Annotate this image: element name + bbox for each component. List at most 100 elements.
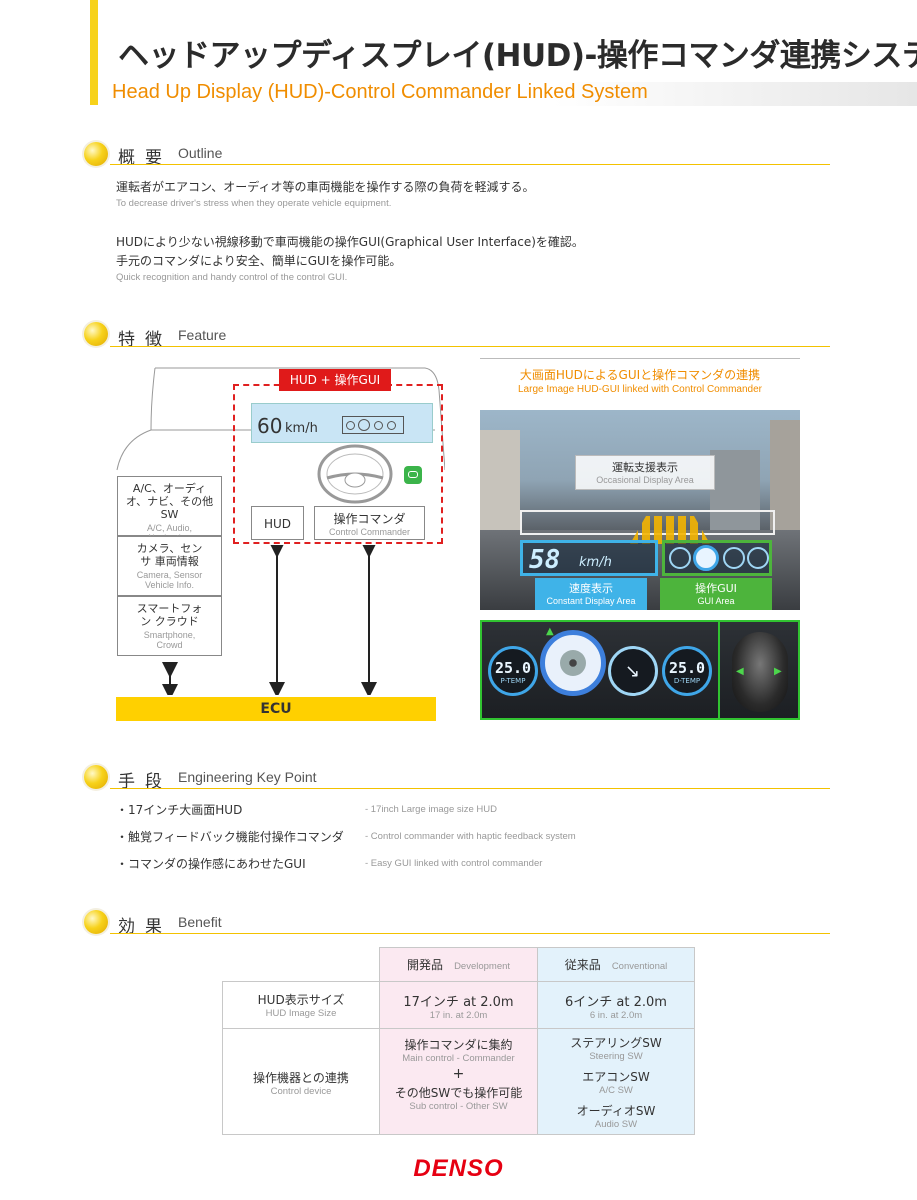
bullet-orb-icon: [84, 322, 108, 346]
row2-conv-en2: A/C SW: [599, 1085, 633, 1096]
row1-dev-jp: 17インチ at 2.0m: [403, 995, 514, 1010]
commander-knob-photo: ◀ ▶: [732, 632, 788, 712]
feature-heading-jp: 特徴: [118, 330, 172, 350]
key-point-1-en: - 17inch Large image size HUD: [365, 804, 498, 815]
table-header-dev: 開発品 Development: [379, 947, 538, 982]
occasional-label-en: Occasional Display Area: [596, 475, 694, 485]
outline-text-1-jp: 運転者がエアコン、オーディオ等の車両機能を操作する際の負荷を軽減する。: [116, 180, 535, 194]
row2-dev-jp2: その他SWでも操作可能: [394, 1086, 523, 1100]
hud-screen: 60 km/h: [251, 403, 433, 443]
row1-dev: 17インチ at 2.0m 17 in. at 2.0m: [379, 981, 538, 1029]
row2-conv-jp3: オーディオSW: [576, 1104, 656, 1118]
outline-text-2-en: Quick recognition and handy control of t…: [116, 272, 348, 283]
hud-box-label: HUD: [263, 517, 292, 531]
p-temp-dial: 25.0 P-TEMP: [488, 646, 538, 696]
side-box-label-jp: A/C、オーディオ、ナビ、その他SW: [125, 482, 214, 521]
key-point-3-en: - Easy GUI linked with control commander: [365, 858, 543, 869]
side-box-label-jp: スマートフォン クラウド: [136, 602, 203, 628]
benefit-heading-en: Benefit: [178, 914, 222, 930]
header-conv-jp: 従来品: [564, 958, 601, 972]
gui-label-en: GUI Area: [697, 596, 735, 606]
outline-text-3-jp: 手元のコマンダにより安全、簡単にGUIを操作可能。: [116, 254, 402, 268]
row2-dev-plus: +: [452, 1066, 465, 1082]
key-point-2-jp: ・触覚フィードバック機能付操作コマンダ: [116, 830, 344, 844]
occasional-display-area: 運転支援表示 Occasional Display Area: [575, 455, 715, 490]
commander-knob-icon: [404, 466, 422, 484]
row2-dev: 操作コマンダに集約 Main control - Commander + その他…: [379, 1028, 538, 1135]
header-dev-jp: 開発品: [406, 958, 443, 972]
constant-display-label: 速度表示 Constant Display Area: [535, 578, 647, 610]
p-temp-value: 25.0: [494, 659, 532, 677]
key-point-2-en: - Control commander with haptic feedback…: [365, 831, 576, 842]
constant-label-jp: 速度表示: [569, 582, 613, 595]
header-dev-en: Development: [454, 961, 511, 972]
row2-conv-jp2: エアコンSW: [582, 1070, 650, 1084]
row2-conv-en3: Audio SW: [594, 1119, 638, 1130]
table-header-conv: 従来品 Conventional: [537, 947, 695, 982]
row1-conv-jp: 6インチ at 2.0m: [565, 995, 667, 1010]
outline-heading-jp: 概要: [118, 148, 172, 168]
bullet-orb-icon: [84, 910, 108, 934]
ecu-bar: ECU: [116, 697, 436, 721]
d-temp-value: 25.0: [668, 659, 706, 677]
hud-gui-icons: [342, 416, 404, 434]
row2-dev-en2: Sub control - Other SW: [409, 1101, 508, 1112]
d-temp-label: D-TEMP: [673, 677, 701, 685]
constant-display-frame: 58 km/h: [520, 540, 658, 576]
gui-area-label: 操作GUI GUI Area: [660, 578, 772, 610]
bullet-orb-icon: [84, 765, 108, 789]
header-accent-bar: [90, 0, 98, 105]
side-box-label-en: Camera, Sensor Vehicle Info.: [136, 570, 203, 590]
p-temp-label: P-TEMP: [500, 677, 526, 685]
row1-label: HUD表示サイズ HUD Image Size: [222, 981, 380, 1029]
page-title-en: Head Up Display (HUD)-Control Commander …: [112, 81, 648, 103]
d-temp-dial: 25.0 D-TEMP: [662, 646, 712, 696]
row1-label-en: HUD Image Size: [265, 1008, 337, 1019]
photo-speed: 58: [529, 545, 561, 575]
page-title-jp: ヘッドアップディスプレイ(HUD)-操作コマンダ連携システム: [118, 38, 917, 74]
denso-logo: DENSO: [413, 1155, 504, 1182]
row2-label-jp: 操作機器との連携: [253, 1071, 349, 1085]
row2-label: 操作機器との連携 Control device: [222, 1028, 380, 1135]
connection-arrows: [162, 545, 377, 695]
outline-heading-en: Outline: [178, 145, 223, 161]
hud-speed: 60: [257, 414, 283, 438]
arrow-up-icon: ▲: [546, 626, 554, 637]
seat-dial-icon: ↘: [608, 646, 658, 696]
row2-conv-en1: Steering SW: [589, 1051, 643, 1062]
divider: [110, 788, 830, 789]
row1-label-jp: HUD表示サイズ: [257, 993, 345, 1007]
outline-text-2-jp: HUDにより少ない視線移動で車両機能の操作GUI(Graphical User …: [116, 235, 584, 249]
side-box-label-en: Smartphone, Crowd: [143, 630, 196, 650]
steering-wheel-icon: [317, 444, 393, 504]
constant-label-en: Constant Display Area: [546, 596, 636, 606]
divider: [480, 358, 800, 359]
gui-label-jp: 操作GUI: [695, 582, 737, 595]
key-point-3-jp: ・コマンダの操作感にあわせたGUI: [116, 857, 306, 871]
header-conv-en: Conventional: [611, 961, 668, 972]
gui-display-frame: [662, 540, 772, 576]
fan-dial-icon: [540, 630, 606, 696]
side-box-smartphone: スマートフォン クラウド Smartphone, Crowd: [117, 596, 222, 656]
hud-gui-label: HUD + 操作GUI: [279, 369, 391, 391]
divider: [110, 933, 830, 934]
benefit-heading-jp: 効果: [118, 917, 172, 937]
row2-label-en: Control device: [270, 1086, 332, 1097]
gui-closeup-photo: 25.0 P-TEMP ▲ ↘ 25.0 D-TEMP ◀ ▶: [480, 620, 800, 720]
engineering-heading-jp: 手段: [118, 772, 172, 792]
key-point-1-jp: ・17インチ大画面HUD: [116, 803, 243, 817]
row2-dev-jp1: 操作コマンダに集約: [404, 1038, 513, 1052]
hud-box: HUD: [251, 506, 304, 540]
row2-conv-jp1: ステアリングSW: [570, 1036, 662, 1050]
divider: [110, 164, 830, 165]
row1-conv-en: 6 in. at 2.0m: [589, 1010, 643, 1021]
title-en-band: [108, 82, 917, 106]
side-box-camera-sensor: カメラ、センサ 車両情報 Camera, Sensor Vehicle Info…: [117, 536, 222, 596]
commander-label-en: Control Commander: [328, 527, 411, 537]
row1-dev-en: 17 in. at 2.0m: [429, 1010, 488, 1021]
row1-conv: 6インチ at 2.0m 6 in. at 2.0m: [537, 981, 695, 1029]
photo-speed-unit: km/h: [579, 555, 612, 570]
feature-heading-en: Feature: [178, 327, 227, 343]
commander-label-jp: 操作コマンダ: [333, 512, 406, 526]
hud-road-photo: 運転支援表示 Occasional Display Area 58 km/h 速…: [480, 410, 800, 610]
